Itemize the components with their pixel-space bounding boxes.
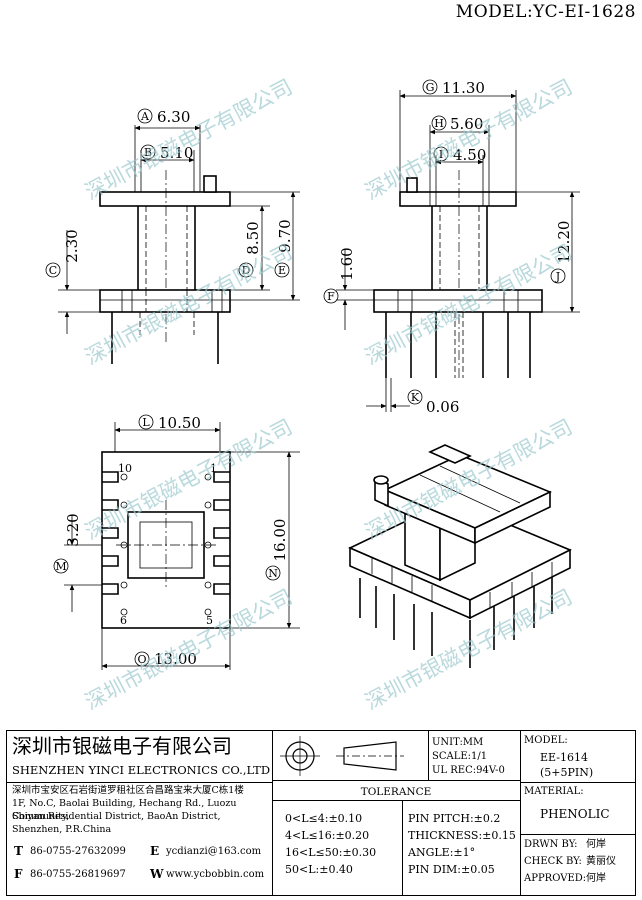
divider-v4 <box>402 800 403 896</box>
dim-letter-l: L <box>142 416 150 429</box>
dim-letter-o: O <box>137 653 146 666</box>
front-view: A 6.30 B 5.10 C 2.30 D 8.50 E 9.70 <box>45 108 300 364</box>
pin-spec-3: ANGLE:±1° <box>408 846 476 859</box>
dim-letter-n: N <box>268 567 278 580</box>
tolerance-3: 16<L≤50:±0.30 <box>285 846 377 859</box>
dim-letter-c: C <box>49 264 57 277</box>
divider-2 <box>272 780 520 781</box>
check-value: 黄丽仪 <box>586 856 616 867</box>
dim-letter-k: K <box>411 391 420 404</box>
web-value: www.ycbobbin.com <box>166 869 265 880</box>
approved-value: 何岸 <box>586 873 606 884</box>
dim-value-l: 10.50 <box>158 414 201 432</box>
dim-letter-b: B <box>144 146 152 159</box>
dim-value-c: 2.30 <box>63 229 81 262</box>
tel-value: 86-0755-27632099 <box>30 846 126 857</box>
address-cn: 深圳市宝安区石岩街道罗租社区合昌路宝来大厦C栋1楼 <box>12 785 244 796</box>
front-top-flange <box>99 191 231 207</box>
approved-label: APPROVED: <box>524 873 587 884</box>
unit-text: UNIT:MM <box>432 737 484 748</box>
dim-letter-h: H <box>434 117 444 130</box>
tel-label: T <box>14 844 23 858</box>
bottom-outline <box>101 451 231 629</box>
pin-spec-1: PIN PITCH:±0.2 <box>408 812 501 825</box>
dim-letter-e: E <box>278 264 286 277</box>
front-top-nub <box>203 175 217 193</box>
address-en-3: Shenzhen, P.R.China <box>12 824 112 835</box>
pin-label-5: 5 <box>206 614 213 627</box>
address-en-1: 1F, No.C, Baolai Building, Hechang Rd., … <box>12 798 237 822</box>
tolerance-title: TOLERANCE <box>360 786 432 798</box>
watermarks: 深圳市银磁电子有限公司 深圳市银磁电子有限公司 深圳市银磁电子有限公司 深圳市银… <box>81 75 576 715</box>
dim-value-a: 6.30 <box>157 108 190 126</box>
dim-letter-a: A <box>140 110 150 123</box>
scale-text: SCALE:1/1 <box>432 751 488 762</box>
dim-letter-m: M <box>55 560 66 573</box>
dim-value-d: 8.50 <box>244 221 262 254</box>
dim-value-m: 3.20 <box>64 513 82 546</box>
divider-v3 <box>520 730 521 896</box>
dim-letter-i: I <box>439 148 443 161</box>
dim-value-h: 5.60 <box>450 115 483 133</box>
email-label: E <box>150 844 160 858</box>
dim-value-j: 12.20 <box>555 221 573 264</box>
dim-value-o: 13.00 <box>154 650 197 668</box>
ul-rec-text: UL REC:94V-0 <box>432 765 505 776</box>
company-name-cn: 深圳市银磁电子有限公司 <box>12 734 232 758</box>
dim-value-k: 0.06 <box>426 398 459 416</box>
fax-value: 86-0755-26819697 <box>30 869 126 880</box>
pin-config: (5+5PIN) <box>540 766 594 779</box>
fax-label: F <box>14 867 23 881</box>
pin-spec-2: THICKNESS:±0.15 <box>408 829 516 842</box>
title-block <box>6 730 636 896</box>
side-top-flange <box>399 191 517 207</box>
dim-letter-j: J <box>555 270 560 283</box>
divider-v1 <box>272 730 273 896</box>
dim-letter-d: D <box>242 264 251 277</box>
side-top-nub <box>406 177 418 193</box>
side-view: G 11.30 H 5.60 I 4.50 F 1.60 J 12.20 <box>323 79 580 416</box>
divider-4 <box>520 782 636 783</box>
dim-value-n: 16.00 <box>271 519 289 562</box>
model-value: EE-1614 <box>540 751 588 764</box>
email-value: ycdianzi@163.com <box>166 846 262 857</box>
pin-label-10: 10 <box>118 462 132 475</box>
material-value: PHENOLIC <box>540 807 610 821</box>
model-title: MODEL:YC-EI-1628 <box>455 2 636 22</box>
material-label: MATERIAL: <box>524 786 584 797</box>
tolerance-2: 4<L≤16:±0.20 <box>285 829 370 842</box>
web-label: W <box>150 867 164 881</box>
dim-letter-g: G <box>426 81 435 94</box>
dim-value-g: 11.30 <box>442 79 485 97</box>
drawn-label: DRWN BY: <box>524 839 578 850</box>
pin-label-6: 6 <box>120 614 127 627</box>
model-label: MODEL: <box>524 735 568 746</box>
tolerance-4: 50<L:±0.40 <box>285 863 353 876</box>
isometric-view <box>348 444 572 668</box>
watermark-1: 深圳市银磁电子有限公司 <box>81 75 296 205</box>
dim-value-b: 5.10 <box>160 144 193 162</box>
front-base <box>99 289 231 313</box>
divider-1 <box>6 782 272 783</box>
watermark-7: 深圳市银磁电子有限公司 <box>81 585 296 715</box>
tolerance-1: 0<L≤4:±0.10 <box>285 812 363 825</box>
watermark-5: 深圳市银磁电子有限公司 <box>81 415 296 545</box>
bottom-view: 10 1 6 5 L 10.50 M 3.20 N 16.00 O 13.00 <box>53 414 300 670</box>
divider-v2 <box>428 730 429 780</box>
divider-5 <box>520 834 636 835</box>
dim-value-e: 9.70 <box>276 219 294 252</box>
pin-label-1: 1 <box>210 462 217 475</box>
company-name-en: SHENZHEN YINCI ELECTRONICS CO.,LTD <box>12 763 271 777</box>
projection-symbol <box>280 736 404 776</box>
divider-3 <box>272 800 520 801</box>
dim-value-i: 4.50 <box>453 146 486 164</box>
check-label: CHECK BY: <box>524 856 582 867</box>
dim-value-f: 1.60 <box>338 247 356 280</box>
address-en-2: Shiyan Residential District, BaoAn Distr… <box>12 811 221 822</box>
pin-spec-4: PIN DIM:±0.05 <box>408 863 495 876</box>
drawn-value: 何岸 <box>586 839 606 850</box>
side-base <box>373 289 543 313</box>
dim-letter-f: F <box>327 290 335 303</box>
